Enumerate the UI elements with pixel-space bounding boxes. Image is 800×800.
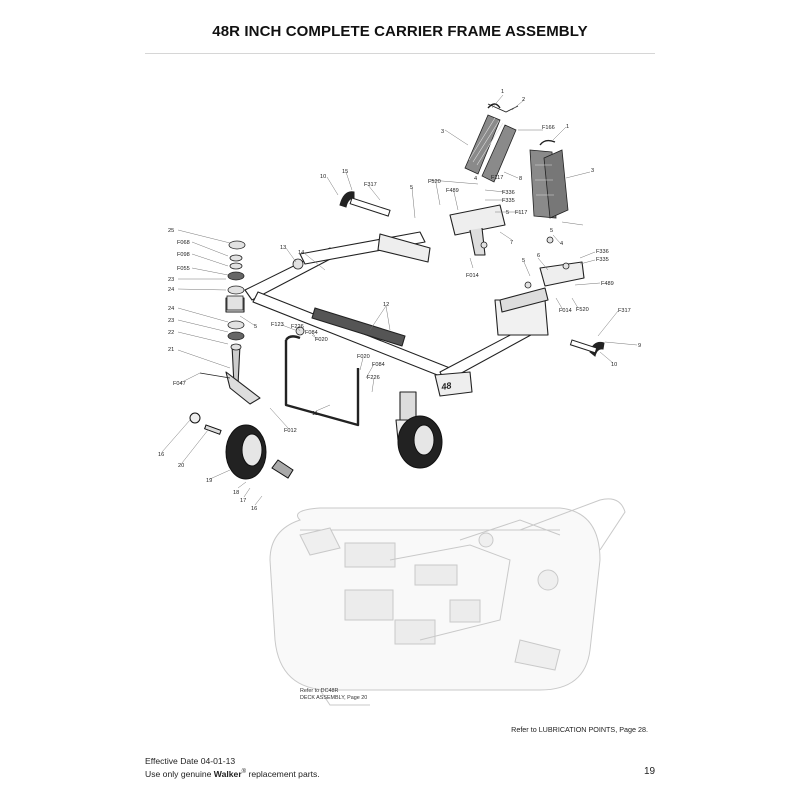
- callout-11: 11: [312, 411, 318, 417]
- callout-5: 5: [506, 210, 509, 216]
- caster-wheels: [189, 412, 443, 480]
- callout-9: 9: [638, 343, 641, 349]
- callout-f166: F166: [542, 125, 555, 131]
- callout-f068: F068: [177, 240, 190, 246]
- parts-suffix: replacement parts.: [246, 768, 320, 779]
- page-footer: Effective Date 04-01-13 Use only genuine…: [145, 756, 320, 779]
- callout-22: 22: [168, 330, 174, 336]
- callout-f489: F489: [601, 281, 614, 287]
- callout-20: 20: [178, 463, 184, 469]
- callout-f047: F047: [173, 381, 186, 387]
- callout-5: 5: [550, 228, 553, 234]
- callout-3: 3: [591, 168, 594, 174]
- callout-f014: F014: [466, 273, 479, 279]
- callout-16: 16: [251, 506, 257, 512]
- callout-f335: F335: [596, 257, 609, 263]
- callout-6: 6: [537, 253, 540, 259]
- lift-springs: [464, 114, 569, 219]
- callout-f489: F489: [446, 188, 459, 194]
- callout-18: 18: [233, 490, 239, 496]
- callout-8: 8: [519, 176, 522, 182]
- caster-stack-parts: [226, 236, 570, 351]
- callout-f317: F317: [618, 308, 631, 314]
- callout-f317: F317: [364, 182, 377, 188]
- callout-23: 23: [168, 277, 174, 283]
- callout-f520: F520: [576, 307, 589, 313]
- callout-5: 5: [254, 324, 257, 330]
- callout-23: 23: [168, 318, 174, 324]
- callout-15: 15: [342, 169, 348, 175]
- callout-f123: F123: [271, 322, 284, 328]
- callout-3: 3: [441, 129, 444, 135]
- genuine-parts-note: Use only genuine Walker® replacement par…: [145, 767, 320, 779]
- callout-f335: F335: [502, 198, 515, 204]
- callout-4: 4: [560, 241, 563, 247]
- callout-f336: F336: [596, 249, 609, 255]
- parts-prefix: Use only genuine: [145, 768, 214, 779]
- brand-name: Walker: [213, 768, 242, 779]
- callout-10: 10: [611, 362, 617, 368]
- callout-f012: F012: [284, 428, 297, 434]
- handle-grips: [339, 191, 605, 357]
- callout-f055: F055: [177, 266, 190, 272]
- callout-f226: F226: [367, 375, 380, 381]
- callout-21: 21: [168, 347, 174, 353]
- trademark-symbol: ®: [241, 768, 247, 775]
- callout-f020: F020: [357, 354, 370, 360]
- effective-date: Effective Date 04-01-13: [145, 756, 236, 766]
- callout-25: 25: [168, 228, 174, 234]
- callout-24: 24: [168, 287, 174, 293]
- callout-24: 24: [168, 306, 174, 312]
- callout-f014: F014: [559, 308, 572, 314]
- lubrication-note: Refer to LUBRICATION POINTS, Page 28.: [511, 725, 648, 734]
- callout-f226: F226: [291, 324, 304, 330]
- deck-reference-line2: DECK ASSEMBLY, Page 20: [300, 695, 368, 701]
- callout-f117: F117: [491, 175, 503, 181]
- callout-f020: F020: [315, 337, 328, 343]
- callout-f084: F084: [372, 362, 385, 368]
- leader-lines: [161, 94, 638, 506]
- callout-16: 16: [158, 452, 164, 458]
- callout-f336: F336: [502, 190, 515, 196]
- callout-12: 12: [383, 302, 389, 308]
- callout-labels: 1 2 3 1 F166 3 4 F117 8 F336 F335 F117 5…: [158, 89, 641, 512]
- callout-13: 13: [280, 245, 286, 251]
- callout-17: 17: [240, 498, 246, 504]
- callout-5: 5: [522, 258, 525, 264]
- callout-4: 4: [474, 176, 477, 182]
- carrier-frame: [225, 204, 585, 441]
- page-number: 19: [644, 766, 656, 777]
- callout-f520: F520: [428, 179, 441, 185]
- callout-1: 1: [566, 124, 569, 130]
- callout-5: 5: [410, 185, 413, 191]
- callout-19: 19: [206, 478, 212, 484]
- callout-7: 7: [510, 240, 513, 246]
- deck-reference-line1: Refer to DC48R: [300, 688, 339, 694]
- title-divider: [145, 53, 655, 54]
- callout-2: 2: [522, 97, 525, 103]
- callout-1: 1: [501, 89, 504, 95]
- mower-deck-illustration: [269, 498, 626, 706]
- deck-reference-note: Refer to DC48R DECK ASSEMBLY, Page 20: [300, 688, 367, 702]
- callout-f098: F098: [177, 252, 190, 258]
- deck-size-badge: 48: [440, 380, 453, 392]
- callout-f084: F084: [305, 330, 318, 336]
- callout-10: 10: [320, 174, 326, 180]
- callout-14: 14: [298, 250, 304, 256]
- callout-f117: F117: [515, 210, 527, 216]
- page-title: 48R INCH COMPLETE CARRIER FRAME ASSEMBLY: [212, 23, 588, 40]
